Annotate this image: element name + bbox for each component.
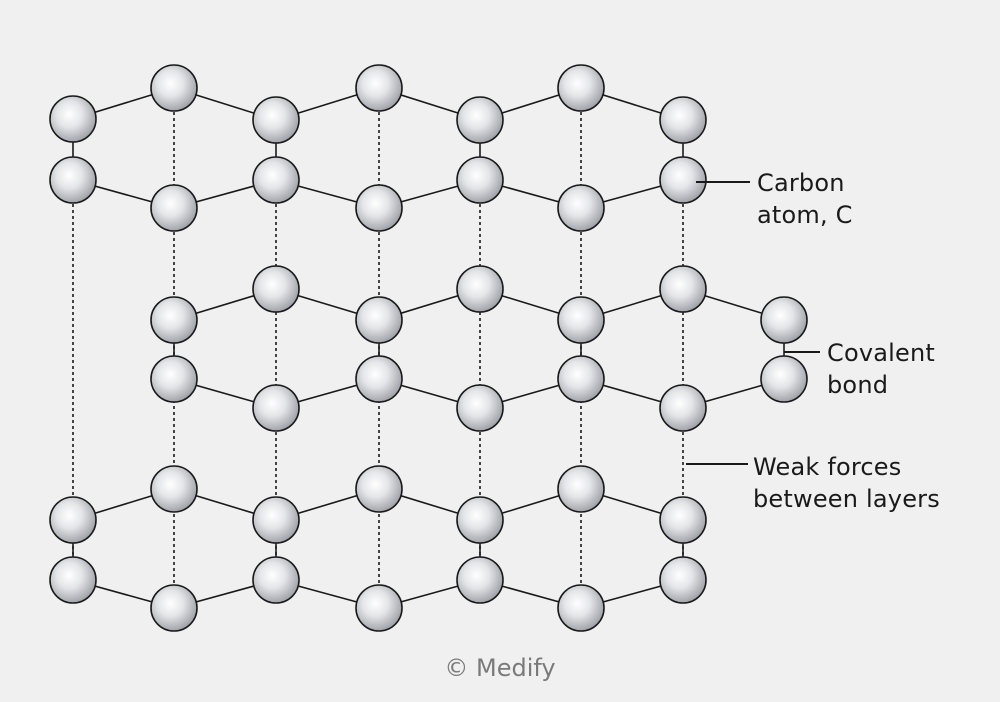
covalent-label-line1: Covalent	[827, 339, 936, 367]
carbon-atoms	[49, 64, 808, 632]
carbon-atom	[355, 465, 403, 513]
carbon-atom	[760, 296, 808, 344]
carbon-atom	[355, 584, 403, 632]
carbon-atom	[456, 384, 504, 432]
carbon-atom	[49, 496, 97, 544]
carbon-atom	[150, 584, 198, 632]
carbon-atom	[659, 96, 707, 144]
carbon-atom	[355, 355, 403, 403]
carbon-atom	[150, 296, 198, 344]
carbon-atom	[49, 556, 97, 604]
carbon-atom	[456, 96, 504, 144]
covalent-label-line2: bond	[827, 371, 889, 399]
carbon-atom	[150, 184, 198, 232]
carbon-atom	[659, 265, 707, 313]
carbon-atom	[355, 64, 403, 112]
carbon-atom	[659, 496, 707, 544]
carbon-atom	[659, 384, 707, 432]
weak-forces-label: Weak forces between layers	[753, 451, 940, 515]
carbon-atom-label: Carbon atom, C	[757, 167, 853, 231]
carbon-atom	[150, 465, 198, 513]
carbon-atom	[355, 296, 403, 344]
carbon-atom	[252, 496, 300, 544]
label-leader-lines	[686, 181, 820, 465]
carbon-atom	[557, 64, 605, 112]
carbon-atom	[150, 64, 198, 112]
carbon-atom	[659, 156, 707, 204]
carbon-label-line1: Carbon	[757, 169, 845, 197]
carbon-atom	[456, 156, 504, 204]
carbon-atom	[557, 296, 605, 344]
carbon-atom	[456, 265, 504, 313]
weak-force-lines	[72, 88, 684, 608]
weak-label-line2: between layers	[753, 485, 940, 513]
carbon-atom	[557, 355, 605, 403]
carbon-atom	[557, 465, 605, 513]
carbon-atom	[659, 556, 707, 604]
carbon-label-line2: atom, C	[757, 201, 853, 229]
carbon-atom	[150, 355, 198, 403]
carbon-atom	[557, 584, 605, 632]
carbon-atom	[760, 355, 808, 403]
carbon-atom	[252, 384, 300, 432]
carbon-atom	[252, 96, 300, 144]
copyright-notice: © Medify	[444, 654, 556, 682]
carbon-atom	[456, 556, 504, 604]
carbon-atom	[252, 156, 300, 204]
carbon-atom	[252, 556, 300, 604]
covalent-bond-label: Covalent bond	[827, 337, 935, 401]
carbon-atom	[456, 496, 504, 544]
carbon-atom	[557, 184, 605, 232]
carbon-atom	[49, 95, 97, 143]
carbon-atom	[355, 184, 403, 232]
carbon-atom	[252, 265, 300, 313]
carbon-atom	[49, 156, 97, 204]
weak-label-line1: Weak forces	[753, 453, 902, 481]
